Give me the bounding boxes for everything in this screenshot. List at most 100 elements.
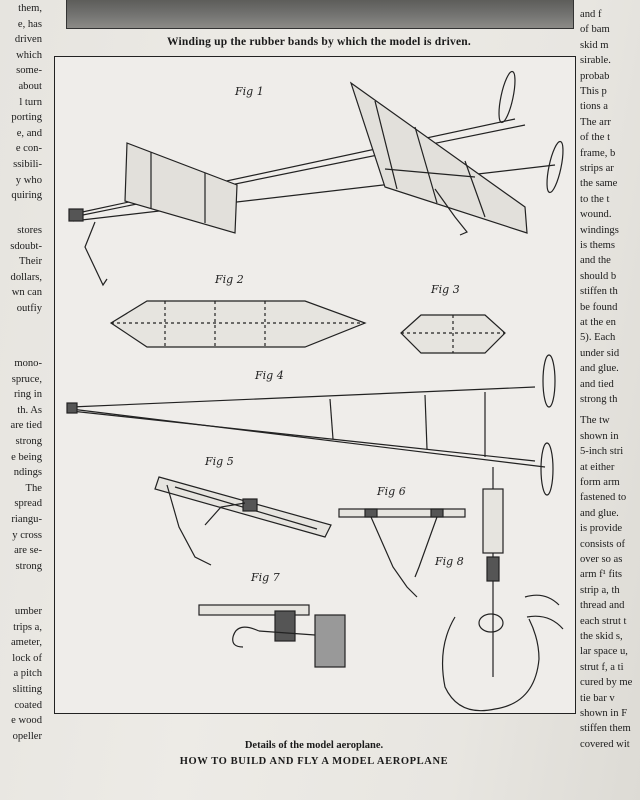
right-column-line: each strut t [580,615,627,627]
right-column-line: under sid [580,347,620,359]
left-column-line: coated [14,699,42,711]
fig6-strut [338,508,466,598]
left-column-line: The [25,482,42,494]
right-column-line: skid m [580,39,609,51]
left-column-line: l turn [19,96,42,108]
right-column-line: and tied [580,378,614,390]
fig1-aeroplane [68,70,564,287]
left-column-line: mono- [14,358,42,369]
left-column-line: y cross [12,529,42,541]
left-column-line: strong [15,560,42,572]
fig5-skid [154,476,332,566]
right-column-line: of the t [580,132,611,144]
right-column-line: the same [580,178,618,190]
right-column-line: 5-inch stri [580,446,624,458]
fig8-label: Fig 8 [434,555,464,568]
left-column-line: th. As [17,404,42,416]
left-column-line: umber [14,606,42,617]
article-title: HOW TO BUILD AND FLY A MODEL AEROPLANE [179,756,449,767]
right-column-line: tions a [580,101,608,113]
right-column-line: sirable. [580,55,611,67]
fig1-label: Fig 1 [234,85,264,98]
left-column-line: spruce, [11,373,42,385]
left-column-line: dollars, [10,271,42,283]
right-column-line: and f [580,9,602,20]
left-column-line: riangu- [11,514,42,525]
right-column-line: at the en [580,317,616,328]
left-column-line: some- [16,65,42,77]
left-column-line: about [18,81,42,92]
left-column-line: driven [14,34,42,46]
fig3-front-plane [400,314,506,354]
left-column-line: ndings [13,467,42,479]
right-column-line: strips ar [580,163,614,174]
right-column-line: The tw [580,415,610,427]
left-column-line: opeller [12,730,42,742]
left-column-line: are tied [10,420,42,432]
right-column-line: lar space u, [580,646,628,658]
fig4-label: Fig 4 [254,369,284,382]
right-column-line: form arm [580,477,620,488]
right-column-line: shown in F [580,708,628,719]
right-column-line: shown in [580,430,619,442]
left-column-line: quiring [11,190,42,202]
fig2-plane-wing [109,300,367,348]
right-column-line: thread and [580,600,625,612]
right-column-line: the skid s, [580,631,623,642]
left-column-line: ameter, [10,637,42,649]
fig5-label: Fig 5 [204,455,234,468]
right-column-line: stiffen th [580,286,618,298]
left-column-line: e con- [15,143,42,155]
left-column-line: e, has [17,18,42,30]
drawing-svg: Fig 1 Fig 2 Fig 3 Fig 4 Fig 5 Fig 6 Fig … [66,70,564,712]
right-column-line: tie bar v [580,692,615,704]
left-column-line: which [16,49,42,61]
photo-caption: Winding up the rubber bands by which the… [167,36,471,48]
fig4-frame [66,354,556,496]
left-column-line: slitting [12,684,42,695]
left-column-line: are se- [14,545,42,557]
right-column-line: be found [580,301,618,313]
left-column-line: ssibili- [13,159,42,170]
technical-drawing: Fig 1 Fig 2 Fig 3 Fig 4 Fig 5 Fig 6 Fig … [54,56,576,714]
right-column-line: probab [580,70,610,82]
right-column-line: stiffen them [580,723,631,735]
left-column-line: ring in [14,389,42,401]
right-column-line: to the t [580,193,610,205]
right-column-line: and glue. [580,507,619,519]
right-column-line: and glue. [580,363,619,375]
left-column-line: e wood [11,715,42,727]
right-column-line: wound. [580,209,612,221]
left-column-line: a pitch [13,668,42,680]
left-column-line: strong [15,436,42,447]
fig8-winder [441,467,564,712]
right-column-line: The arr [580,116,611,128]
right-column-line: strut f, a ti [580,661,624,673]
right-column-line: consists of [580,538,626,550]
right-column-line: windings [580,224,619,236]
photo-bottom-edge [66,0,574,29]
right-column-line: and the [580,255,611,267]
left-column-line: e, and [16,127,42,139]
right-column-line: This p [580,86,607,97]
figure-caption: Details of the model aeroplane. [244,740,384,751]
right-column-line: fastened to [580,492,627,504]
left-column-line: e being [11,451,42,463]
right-column-line: strip a, th [580,584,620,596]
right-column-line: is thems [580,240,616,251]
right-column-line: is provide [580,523,623,535]
right-column-line: at either [580,461,615,473]
right-column-line: cured by me [580,677,633,689]
right-column-line: covered wit [580,738,630,750]
left-column-line: porting [11,112,42,124]
right-column-line: strong th [580,394,618,405]
fig2-label: Fig 2 [214,273,244,286]
left-column-line: lock of [12,652,42,664]
left-column-line: sdoubt- [10,240,42,252]
fig7-propeller [198,604,346,668]
right-column-line: 5). Each [580,332,616,344]
right-column-line: over so as [580,554,623,565]
